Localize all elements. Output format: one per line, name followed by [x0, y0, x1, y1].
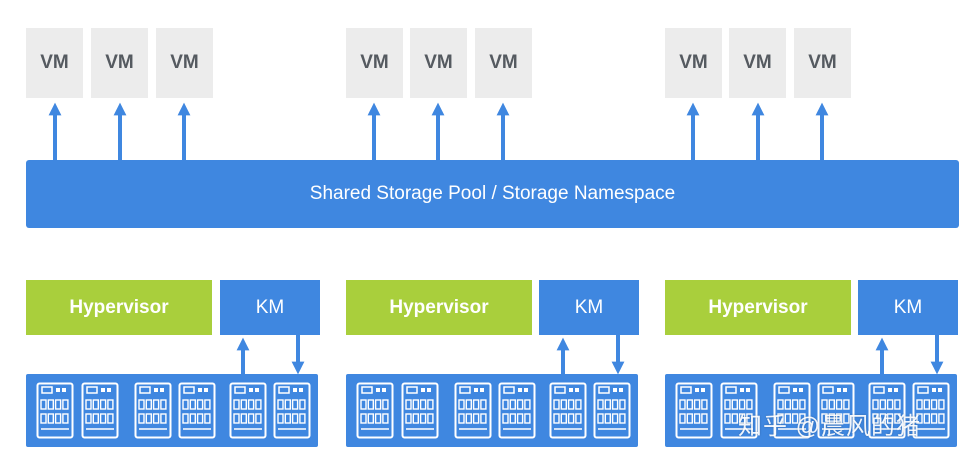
km-label: KM — [255, 296, 285, 318]
vm-label: VM — [360, 52, 389, 73]
ssd-drive-icon — [675, 382, 713, 439]
vm-label: VM — [743, 52, 772, 73]
hypervisor-box: Hypervisor — [346, 280, 532, 335]
vm-box: VM — [665, 28, 722, 98]
vm-box: VM — [410, 28, 467, 98]
ssd-drive-icon — [549, 382, 587, 439]
ssd-drive-icon — [81, 382, 119, 439]
ssd-drive-icon — [868, 382, 906, 439]
ssd-drive-icon — [356, 382, 394, 439]
vm-box: VM — [26, 28, 83, 98]
km-box: KM — [220, 280, 320, 335]
hypervisor-box: Hypervisor — [26, 280, 212, 335]
vm-label: VM — [679, 52, 708, 73]
ssd-drive-icon — [36, 382, 74, 439]
vm-label: VM — [424, 52, 453, 73]
disk-shelf — [346, 374, 638, 447]
km-label: KM — [893, 296, 923, 318]
vm-label: VM — [489, 52, 518, 73]
vm-label: VM — [170, 52, 199, 73]
vm-box: VM — [794, 28, 851, 98]
vm-box: VM — [729, 28, 786, 98]
vm-label: VM — [40, 52, 69, 73]
disk-shelf — [665, 374, 957, 447]
hypervisor-box: Hypervisor — [665, 280, 851, 335]
vm-box: VM — [475, 28, 532, 98]
vm-box: VM — [346, 28, 403, 98]
vm-label: VM — [105, 52, 134, 73]
disk-shelf — [26, 374, 318, 447]
ssd-drive-icon — [178, 382, 216, 439]
hypervisor-label: Hypervisor — [708, 296, 808, 318]
ssd-drive-icon — [134, 382, 172, 439]
ssd-drive-icon — [773, 382, 811, 439]
shared-storage-pool: Shared Storage Pool / Storage Namespace — [26, 160, 959, 228]
hypervisor-label: Hypervisor — [389, 296, 489, 318]
ssd-drive-icon — [720, 382, 758, 439]
ssd-drive-icon — [229, 382, 267, 439]
ssd-drive-icon — [273, 382, 311, 439]
km-label: KM — [574, 296, 604, 318]
vm-label: VM — [808, 52, 837, 73]
ssd-drive-icon — [817, 382, 855, 439]
vm-box: VM — [156, 28, 213, 98]
ssd-drive-icon — [498, 382, 536, 439]
vm-box: VM — [91, 28, 148, 98]
ssd-drive-icon — [912, 382, 950, 439]
km-box: KM — [858, 280, 958, 335]
hypervisor-label: Hypervisor — [69, 296, 169, 318]
km-box: KM — [539, 280, 639, 335]
watermark: 知乎 @晨风的猪 — [738, 413, 922, 440]
ssd-drive-icon — [401, 382, 439, 439]
ssd-drive-icon — [454, 382, 492, 439]
shared-storage-pool-label: Shared Storage Pool / Storage Namespace — [309, 183, 676, 204]
ssd-drive-icon — [593, 382, 631, 439]
